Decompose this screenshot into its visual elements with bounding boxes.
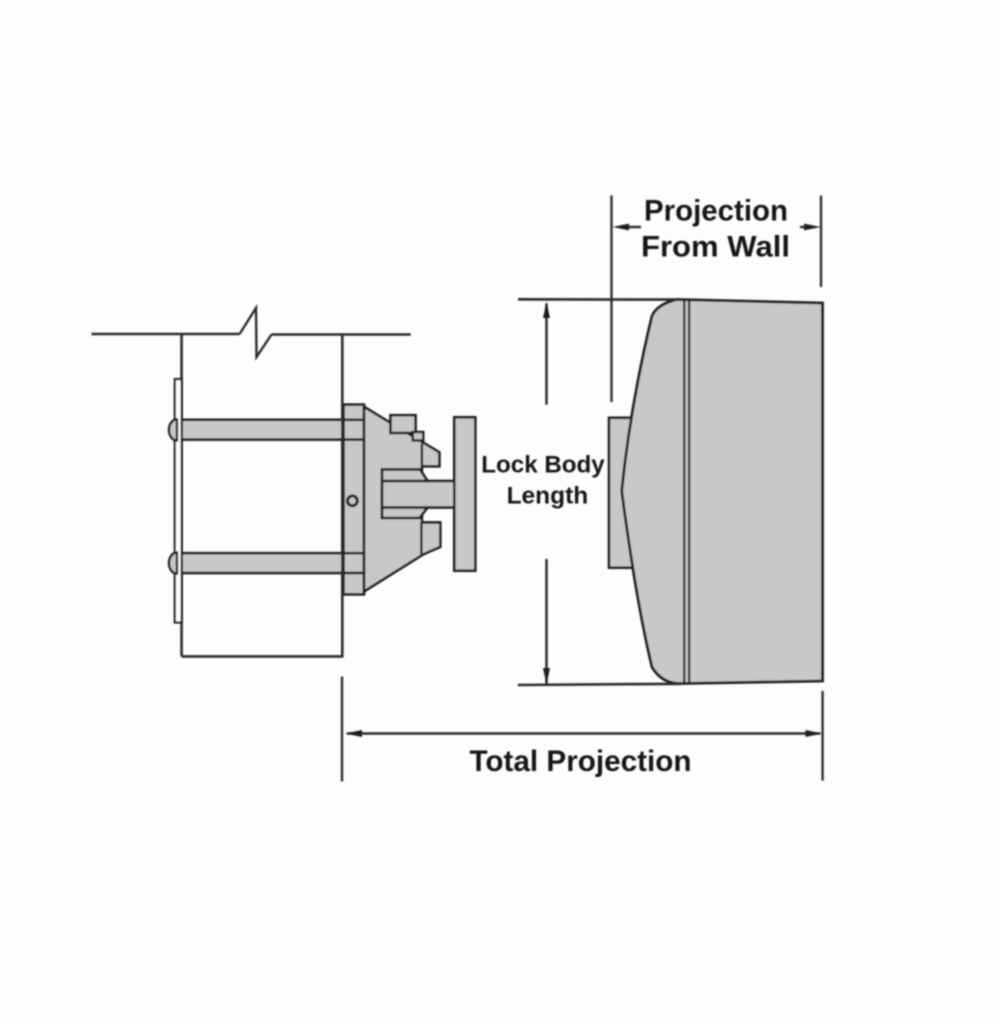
svg-text:Length: Length (507, 483, 589, 510)
svg-text:Projection: Projection (644, 195, 788, 228)
svg-text:Total Projection: Total Projection (470, 745, 692, 778)
svg-text:From Wall: From Wall (641, 231, 790, 264)
svg-text:Lock Body: Lock Body (481, 452, 605, 479)
